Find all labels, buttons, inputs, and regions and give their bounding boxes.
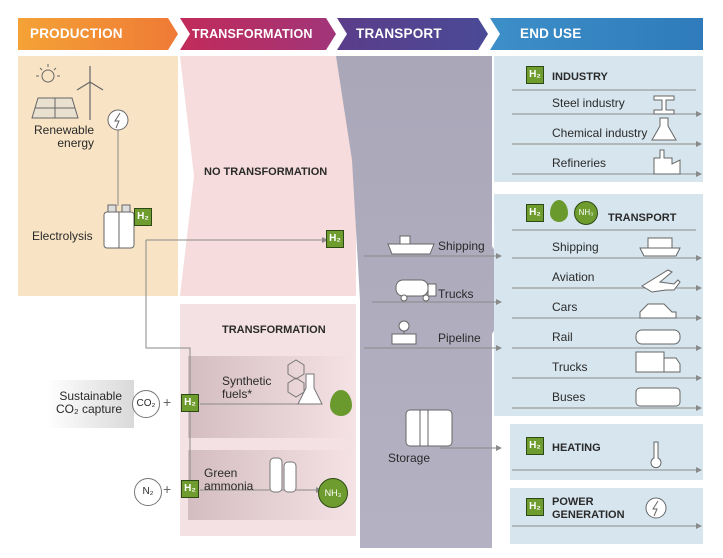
industry-item: Chemical industry bbox=[552, 126, 648, 140]
refinery-icon bbox=[653, 149, 681, 175]
production-panel bbox=[18, 56, 178, 296]
synthetic-fuels-label: Synthetic fuels* bbox=[222, 374, 272, 401]
cargo-ship-icon bbox=[639, 237, 681, 257]
transport-end-use-item: Trucks bbox=[552, 360, 588, 374]
heating-title: HEATING bbox=[552, 442, 601, 454]
h2-badge-transport: H₂ bbox=[526, 204, 544, 222]
storage-tank-icon bbox=[405, 409, 453, 447]
electrolysis-label: Electrolysis bbox=[32, 229, 93, 243]
ship-icon bbox=[387, 235, 435, 255]
h2-badge-heating: H₂ bbox=[526, 437, 544, 455]
plus-sign-n2: + bbox=[163, 481, 172, 497]
wind-turbine-icon bbox=[76, 66, 104, 120]
bus-icon bbox=[635, 387, 681, 407]
synthetic-fuel-drop-icon bbox=[330, 390, 352, 416]
header-transformation-shape bbox=[180, 18, 336, 50]
header-end-use-shape bbox=[490, 18, 703, 50]
steel-beam-icon bbox=[653, 95, 675, 115]
chemical-flask-icon bbox=[651, 117, 677, 141]
transport-storage-label: Storage bbox=[388, 451, 431, 465]
h2-badge-power: H₂ bbox=[526, 498, 544, 516]
power-generation-title: POWER GENERATION bbox=[552, 496, 625, 521]
header-transport: TRANSPORT bbox=[356, 26, 442, 41]
nh3-badge-transport: NH₃ bbox=[574, 201, 598, 225]
transport-end-use-item: Buses bbox=[552, 390, 586, 404]
no-transformation-label: NO TRANSFORMATION bbox=[204, 166, 328, 178]
transport-trucks-label: Trucks bbox=[438, 287, 474, 301]
end-use-transport-panel bbox=[494, 194, 703, 416]
airplane-icon bbox=[641, 269, 681, 293]
transport-end-use-item: Aviation bbox=[552, 270, 595, 284]
co2-circle: CO₂ bbox=[132, 390, 160, 418]
flask-icon bbox=[297, 373, 323, 405]
electrolyser-icon bbox=[103, 204, 135, 249]
transport-end-use-item: Shipping bbox=[552, 240, 599, 254]
green-ammonia-label: Green ammonia bbox=[204, 466, 254, 493]
h2-badge-no-transformation: H₂ bbox=[326, 230, 344, 248]
synthetic-fuels-row bbox=[188, 356, 356, 438]
nh3-circle: NH₃ bbox=[318, 478, 348, 508]
h2-badge-n2: H₂ bbox=[181, 480, 199, 498]
sustainable-co2-capture-label: Sustainable CO₂ capture bbox=[56, 389, 123, 416]
industry-title: INDUSTRY bbox=[552, 71, 608, 83]
header-production: PRODUCTION bbox=[30, 26, 123, 41]
h2-badge-electrolysis: H₂ bbox=[134, 208, 152, 226]
fuel-drop-icon bbox=[550, 200, 568, 222]
plus-sign-co2: + bbox=[163, 394, 172, 410]
n2-circle: N₂ bbox=[134, 478, 162, 506]
lorry-icon bbox=[635, 351, 681, 373]
header-transport-shape bbox=[337, 18, 488, 50]
renewable-energy-label: Renewable energy bbox=[34, 123, 95, 150]
transport-pipeline-label: Pipeline bbox=[438, 331, 481, 345]
transport-title: TRANSPORT bbox=[608, 212, 677, 224]
train-icon bbox=[635, 329, 681, 345]
gas-cylinders-icon bbox=[269, 457, 297, 493]
truck-icon bbox=[395, 279, 437, 302]
industry-item: Refineries bbox=[552, 156, 607, 170]
solar-panel-icon bbox=[31, 64, 79, 119]
arrowheads bbox=[316, 111, 702, 529]
header-transformation: TRANSFORMATION bbox=[192, 27, 313, 41]
transport-shipping-label: Shipping bbox=[438, 239, 485, 253]
header-chevrons bbox=[18, 18, 703, 50]
header-production-shape bbox=[18, 18, 178, 50]
h2-badge-co2: H₂ bbox=[181, 394, 199, 412]
car-icon bbox=[639, 303, 677, 319]
power-plug-icon bbox=[645, 497, 667, 519]
transport-end-use-item: Cars bbox=[552, 300, 578, 314]
transformation-label: TRANSFORMATION bbox=[222, 324, 326, 336]
header-end-use: END USE bbox=[520, 26, 582, 41]
co2-capture-box bbox=[46, 380, 134, 428]
power-circle-icon bbox=[107, 109, 129, 131]
thermometer-icon bbox=[650, 441, 662, 468]
industry-item: Steel industry bbox=[552, 96, 625, 110]
h2-badge-industry: H₂ bbox=[526, 66, 544, 84]
end-use-power-panel bbox=[510, 488, 703, 544]
no-transformation-panel bbox=[180, 56, 356, 296]
pipeline-icon bbox=[391, 320, 417, 345]
transport-end-use-item: Rail bbox=[552, 330, 573, 344]
